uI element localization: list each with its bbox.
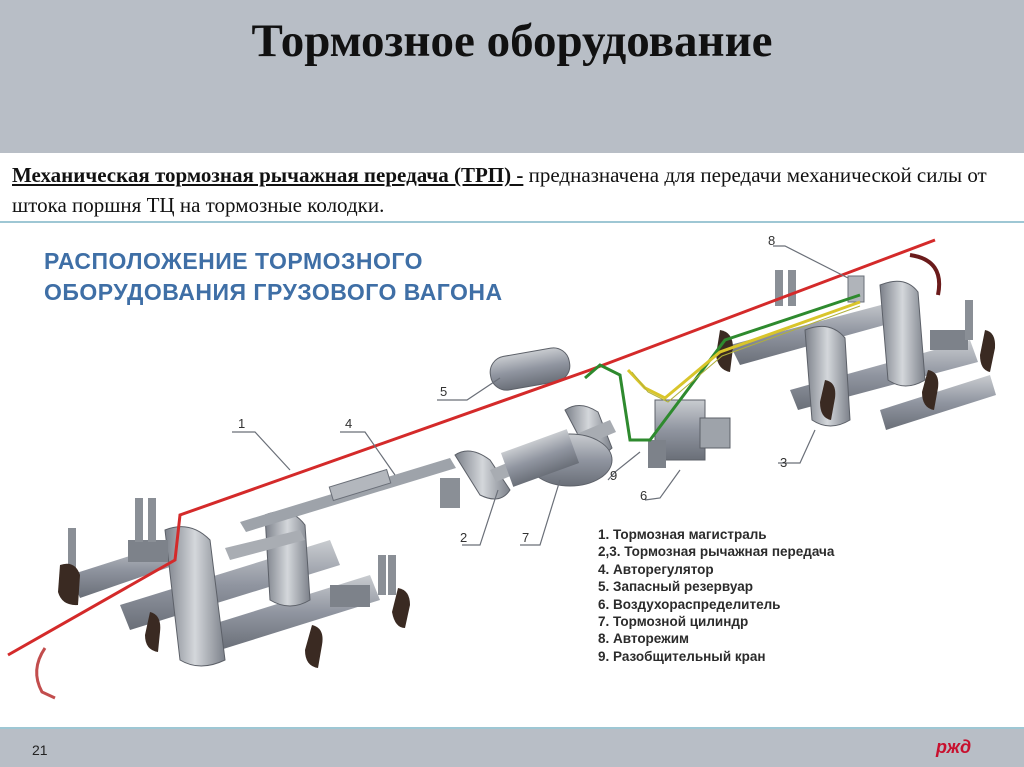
brake-hose-right [909,253,942,296]
rzd-logo: ржд [935,737,971,757]
callout-2: 2 [460,530,467,545]
auto-regulator [240,458,456,532]
reserve-tank [489,347,571,391]
legend-item: 2,3. Тормозная рычажная передача [598,544,835,560]
yellow-pipe [626,300,861,400]
diagram-title-line1: РАСПОЛОЖЕНИЕ ТОРМОЗНОГО [44,248,424,274]
callout-leaders [232,245,849,546]
svg-text:ржд: ржд [935,737,971,757]
intro-term: Механическая тормозная рычажная передача… [12,163,524,187]
brake-equipment-diagram: 1 2 3 4 5 6 7 8 9 [7,233,996,700]
callout-9: 9 [610,468,617,483]
legend-item: 9. Разобщительный кран [598,648,766,664]
brake-hose-left [35,647,56,700]
diagram-title: РАСПОЛОЖЕНИЕ ТОРМОЗНОГО ОБОРУДОВАНИЯ ГРУ… [44,246,503,308]
legend-item: 5. Запасный резервуар [598,579,753,595]
callout-8: 8 [768,233,775,248]
brake-main-line [7,238,936,657]
header-bar [0,0,1024,153]
air-distributor [648,399,731,468]
left-bogie [58,498,410,668]
legend-item: 1. Тормозная магистраль [598,527,767,542]
legend-item: 4. Авторегулятор [598,561,714,577]
intro-text: предназначена для передачи механической … [12,163,987,217]
legend-item: 7. Тормозной цилиндр [598,614,749,630]
brake-cylinder [500,429,613,487]
divider-line [0,221,1024,223]
callout-6: 6 [640,488,647,503]
callout-5: 5 [440,384,447,399]
footer-divider [0,727,1024,729]
page-number: 21 [32,742,48,758]
legend-item: 8. Авторежим [598,631,689,647]
legend-item: 6. Воздухораспределитель [598,596,781,612]
callout-1: 1 [238,416,245,431]
intro-paragraph: Механическая тормозная рычажная передача… [12,160,1012,220]
slide-title: Тормозное оборудование [251,15,773,67]
green-pipe [584,293,861,442]
callout-4: 4 [345,416,352,431]
right-bogie [716,270,996,430]
callout-3: 3 [780,455,787,470]
legend: 1. Тормозная магистраль 2,3. Тормозная р… [598,526,834,665]
callout-7: 7 [522,530,529,545]
footer-bar [0,727,1024,767]
diagram-title-line2: ОБОРУДОВАНИЯ ГРУЗОВОГО ВАГОНА [44,279,503,305]
